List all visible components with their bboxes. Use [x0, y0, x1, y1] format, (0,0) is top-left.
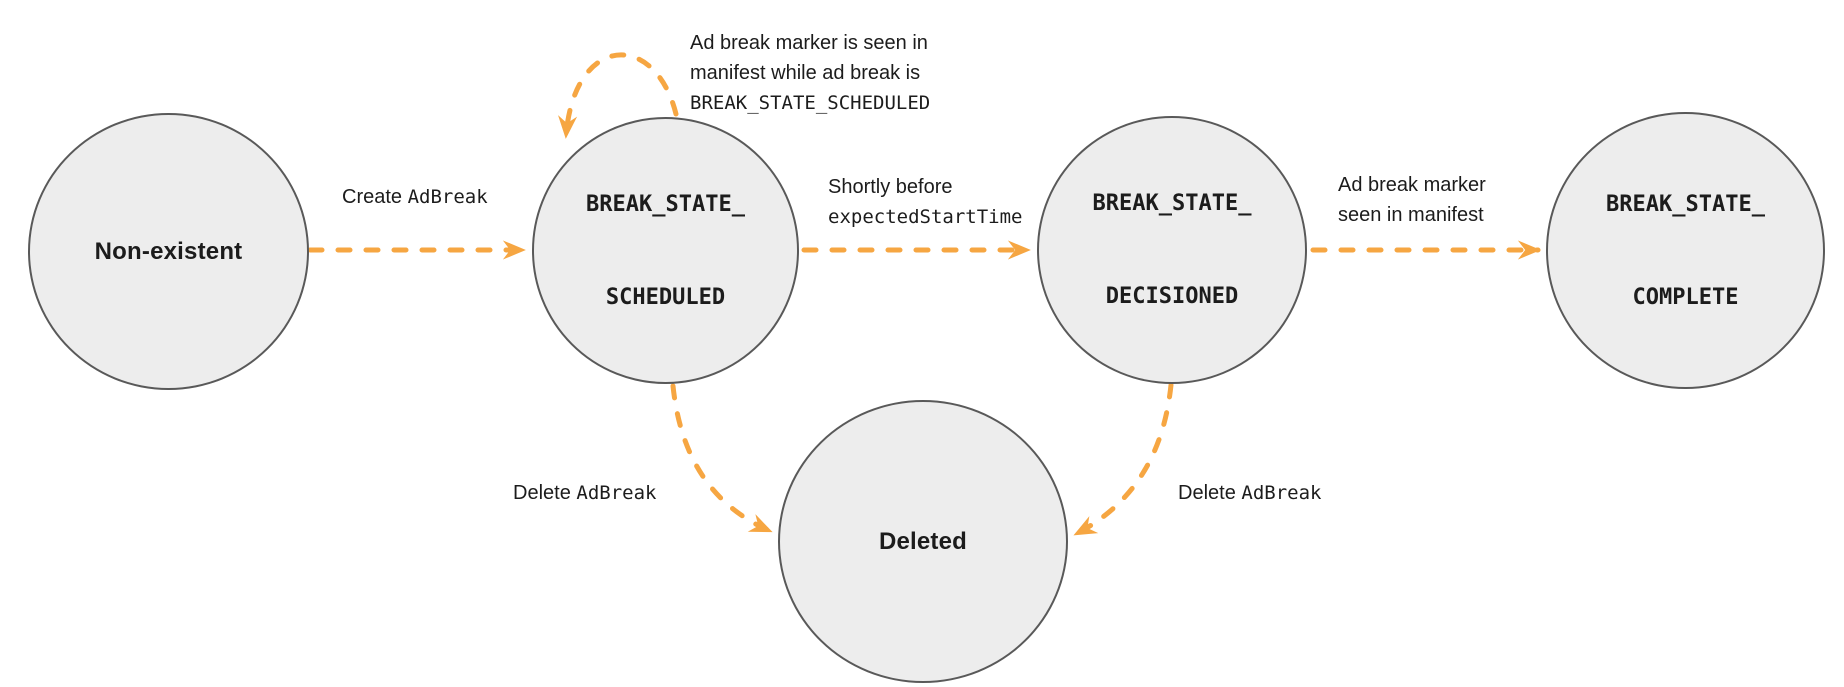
state-complete-label: BREAK_STATE_ COMPLETE: [1606, 191, 1765, 310]
label-self-loop: Ad break marker is seen in manifest whil…: [690, 32, 931, 114]
label-marker-seen-in-manifest: Ad break marker seen in manifest: [1338, 174, 1486, 226]
state-deleted: Deleted: [778, 400, 1068, 683]
arrow-decisioned-to-deleted: [1073, 382, 1174, 537]
arrow-scheduled-to-deleted: [670, 383, 773, 534]
state-break-state-scheduled: BREAK_STATE_ SCHEDULED: [532, 117, 799, 384]
state-decisioned-label: BREAK_STATE_ DECISIONED: [1092, 191, 1252, 309]
state-scheduled-label: BREAK_STATE_ SCHEDULED: [586, 191, 745, 310]
label-delete-adbreak-right: Delete AdBreak: [1178, 482, 1322, 504]
state-break-state-decisioned: BREAK_STATE_ DECISIONED: [1037, 116, 1307, 384]
state-deleted-label: Deleted: [878, 527, 968, 555]
arrow-scheduled-self-loop: [558, 52, 679, 139]
label-delete-adbreak-left: Delete AdBreak: [513, 482, 657, 504]
state-break-state-complete: BREAK_STATE_ COMPLETE: [1546, 112, 1825, 389]
state-non-existent: Non-existent: [28, 113, 309, 390]
state-non-existent-label: Non-existent: [94, 237, 243, 265]
label-shortly-before-expected-start-time: Shortly before expectedStartTime: [828, 176, 1023, 228]
label-create-adbreak: Create AdBreak: [342, 186, 488, 208]
